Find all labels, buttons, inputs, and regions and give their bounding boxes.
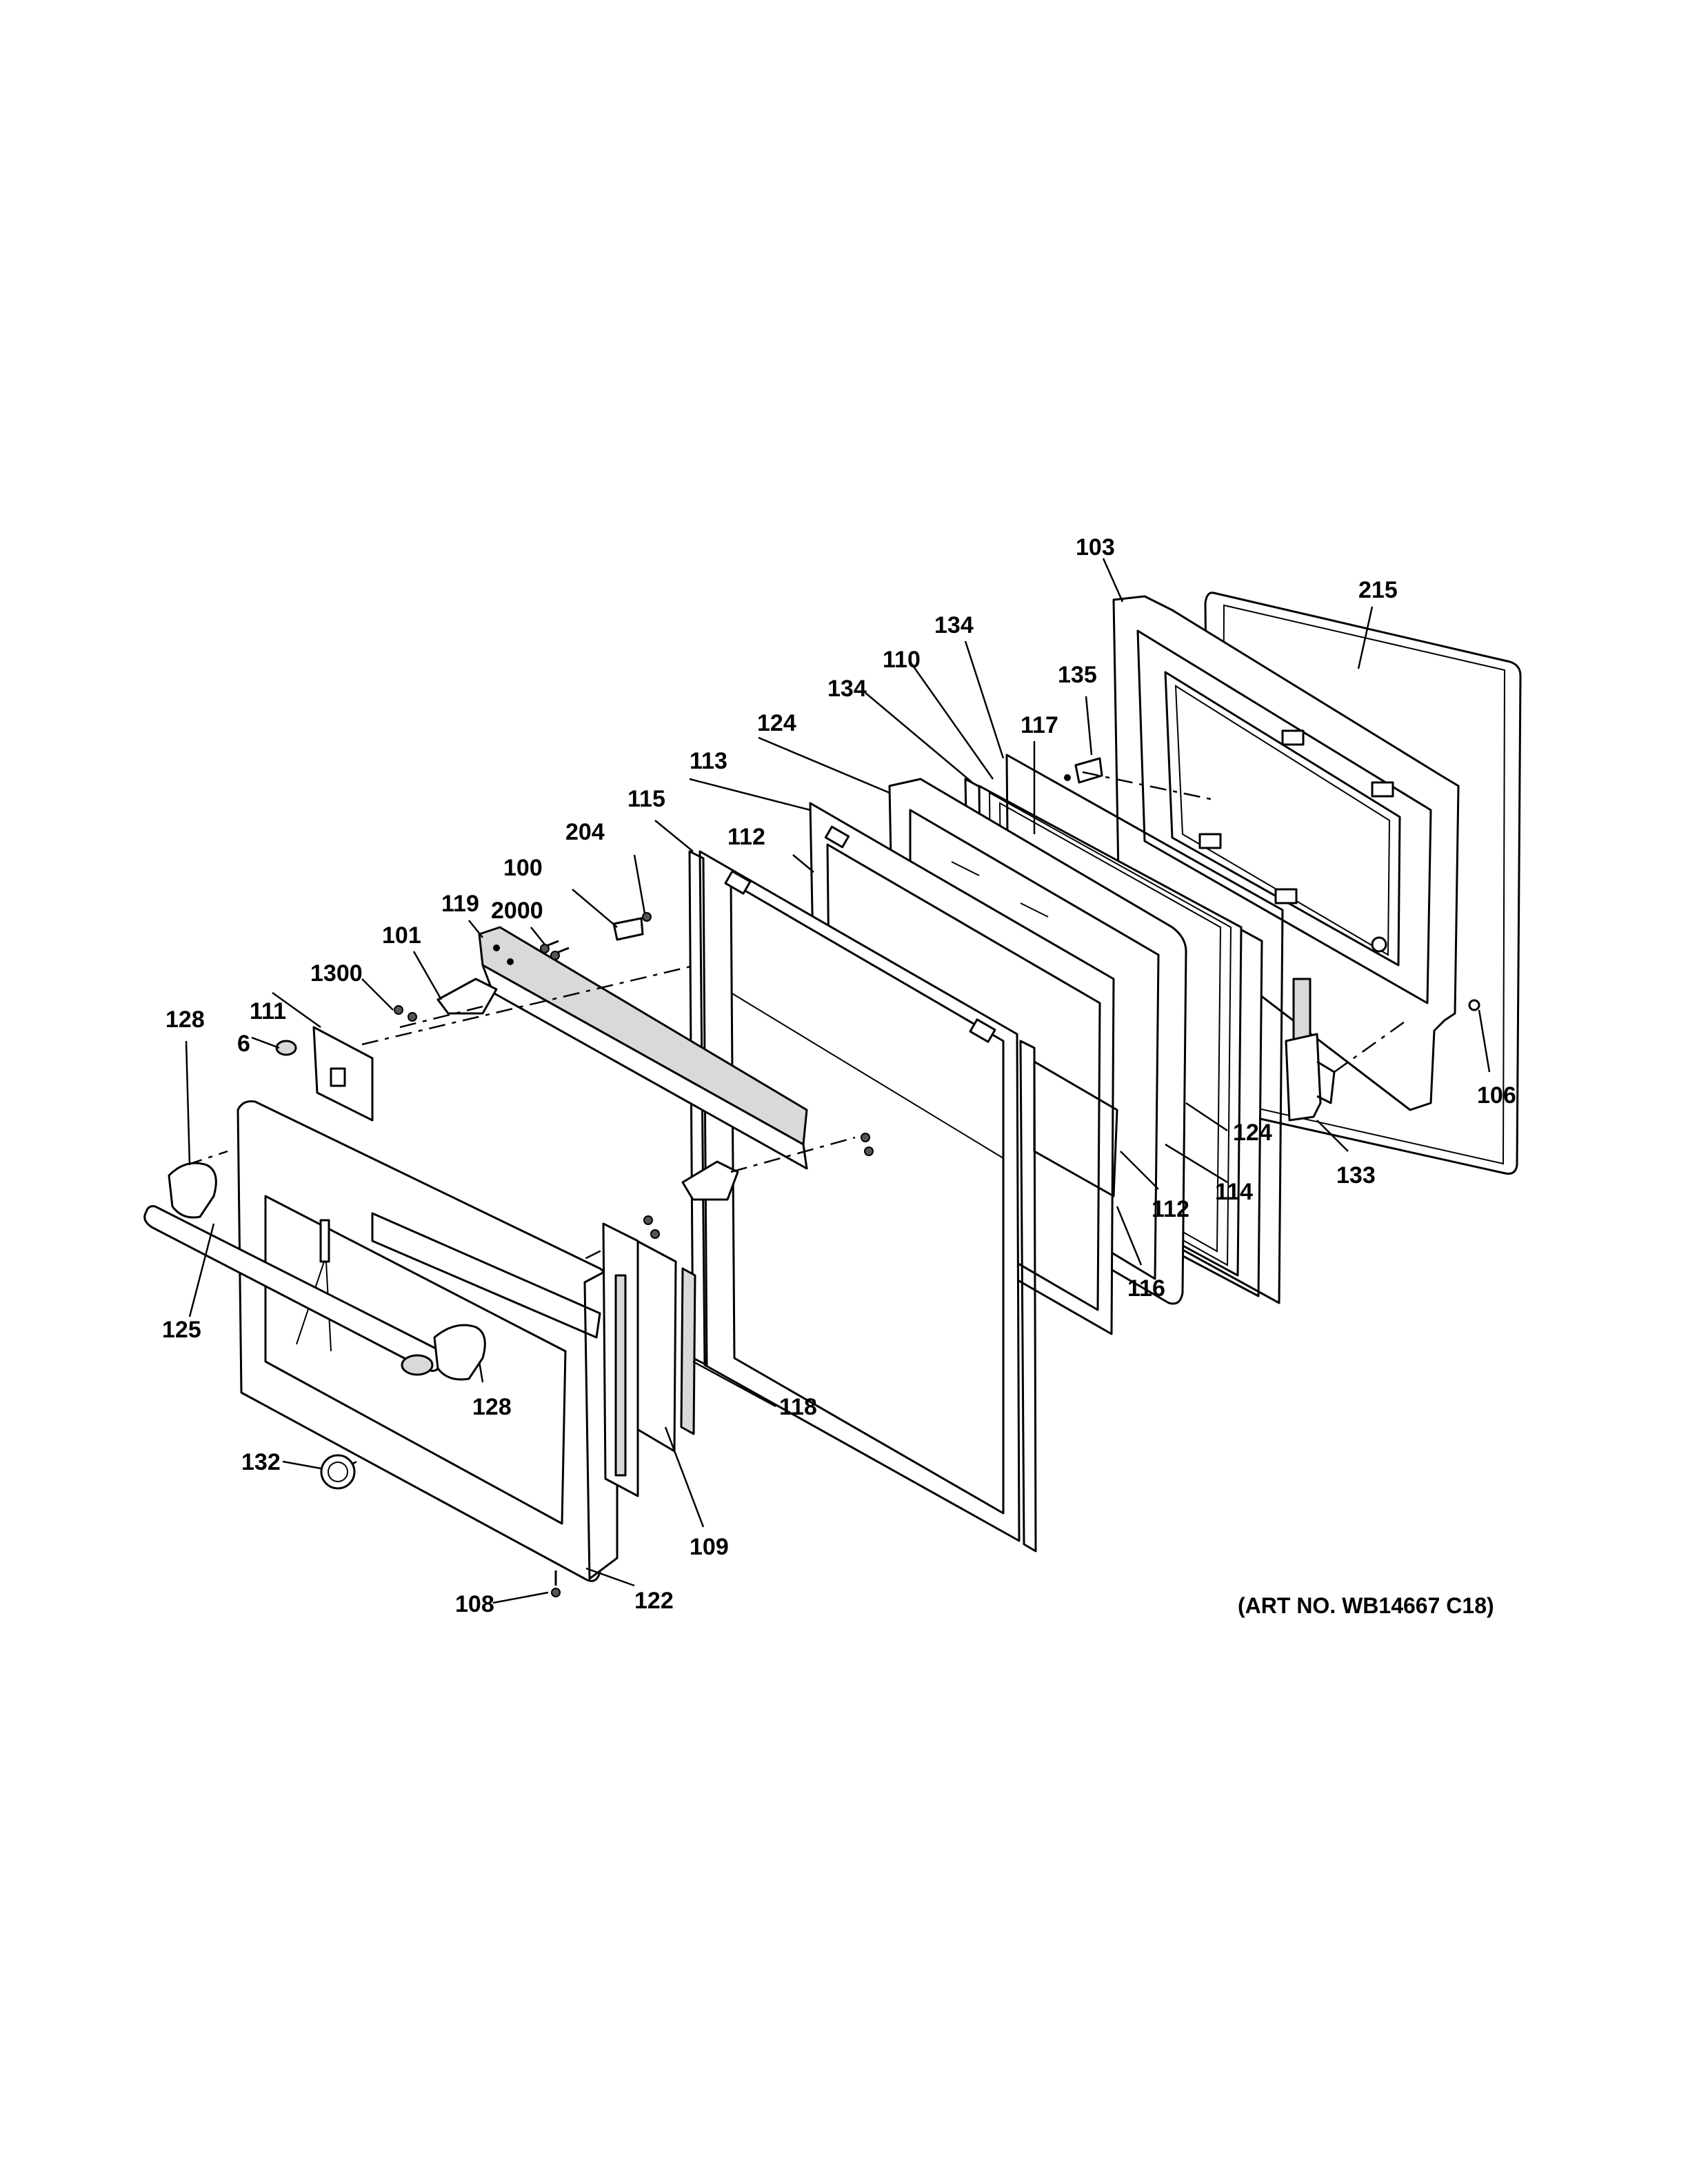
part-128-end-cap-right xyxy=(401,1324,486,1381)
leader-lines xyxy=(185,558,1491,1604)
callout-108: 108 xyxy=(455,1591,494,1617)
callout-114: 114 xyxy=(1215,1179,1253,1205)
part-118-side-strip xyxy=(680,1267,696,1435)
callout-100: 100 xyxy=(503,855,543,881)
callout-117: 117 xyxy=(1021,712,1058,738)
part-116-spacer xyxy=(1033,1060,1118,1197)
callout-113: 113 xyxy=(690,748,727,774)
callout-labels: 103 215 134 110 135 134 117 124 113 115 … xyxy=(162,534,1516,1617)
callout-112: 112 xyxy=(727,824,765,850)
callout-135: 135 xyxy=(1058,662,1097,688)
part-132-badge xyxy=(320,1454,356,1490)
part-1300-screws xyxy=(394,1005,874,1239)
callout-215: 215 xyxy=(1358,577,1398,603)
part-2000-screws xyxy=(540,940,570,960)
part-6-knob xyxy=(275,1040,297,1056)
part-128-end-cap-left xyxy=(168,1162,217,1219)
callout-132: 132 xyxy=(241,1449,281,1475)
part-112-panel-front xyxy=(699,850,1021,1542)
part-106-screw xyxy=(1468,999,1480,1011)
callout-111: 111 xyxy=(250,998,286,1024)
part-108-screw xyxy=(551,1570,561,1597)
callout-124: 124 xyxy=(757,710,796,736)
part-103-inner-liner xyxy=(1112,595,1460,1111)
callout-128: 128 xyxy=(165,1007,205,1033)
callout-118: 118 xyxy=(779,1394,817,1420)
callout-115: 115 xyxy=(627,786,665,812)
part-133-hinge xyxy=(1285,978,1407,1122)
callout-112: 112 xyxy=(1152,1196,1189,1222)
callout-134: 134 xyxy=(934,612,974,638)
callout-122: 122 xyxy=(634,1588,674,1614)
callout-124: 124 xyxy=(1233,1120,1272,1146)
callout-101: 101 xyxy=(382,922,421,949)
callout-103: 103 xyxy=(1076,534,1115,560)
part-122-outer-door-frame xyxy=(237,1100,619,1582)
callout-134: 134 xyxy=(827,676,867,702)
part-122-end-trim xyxy=(602,1222,639,1497)
part-101-hinge-bracket xyxy=(436,978,739,1201)
part-204-screw xyxy=(642,912,652,922)
callout-204: 204 xyxy=(565,819,605,845)
art-number: (ART NO. WB14667 C18) xyxy=(1238,1593,1494,1618)
part-135-clip xyxy=(1064,757,1103,784)
callout-1300: 1300 xyxy=(310,960,363,987)
callout-128: 128 xyxy=(472,1394,512,1420)
part-119-vent-trim xyxy=(478,926,808,1170)
callout-119: 119 xyxy=(441,891,479,917)
callout-2000: 2000 xyxy=(491,898,543,924)
callout-110: 110 xyxy=(883,647,921,673)
callout-116: 116 xyxy=(1127,1275,1165,1302)
callout-109: 109 xyxy=(690,1534,729,1560)
callout-106: 106 xyxy=(1477,1082,1516,1109)
part-111-side-bracket xyxy=(312,1026,374,1122)
part-112-panel-rear xyxy=(1019,1040,1037,1553)
callout-125: 125 xyxy=(162,1317,201,1343)
callout-133: 133 xyxy=(1336,1162,1376,1189)
part-100-bracket xyxy=(612,917,644,941)
callout-6: 6 xyxy=(237,1031,250,1057)
